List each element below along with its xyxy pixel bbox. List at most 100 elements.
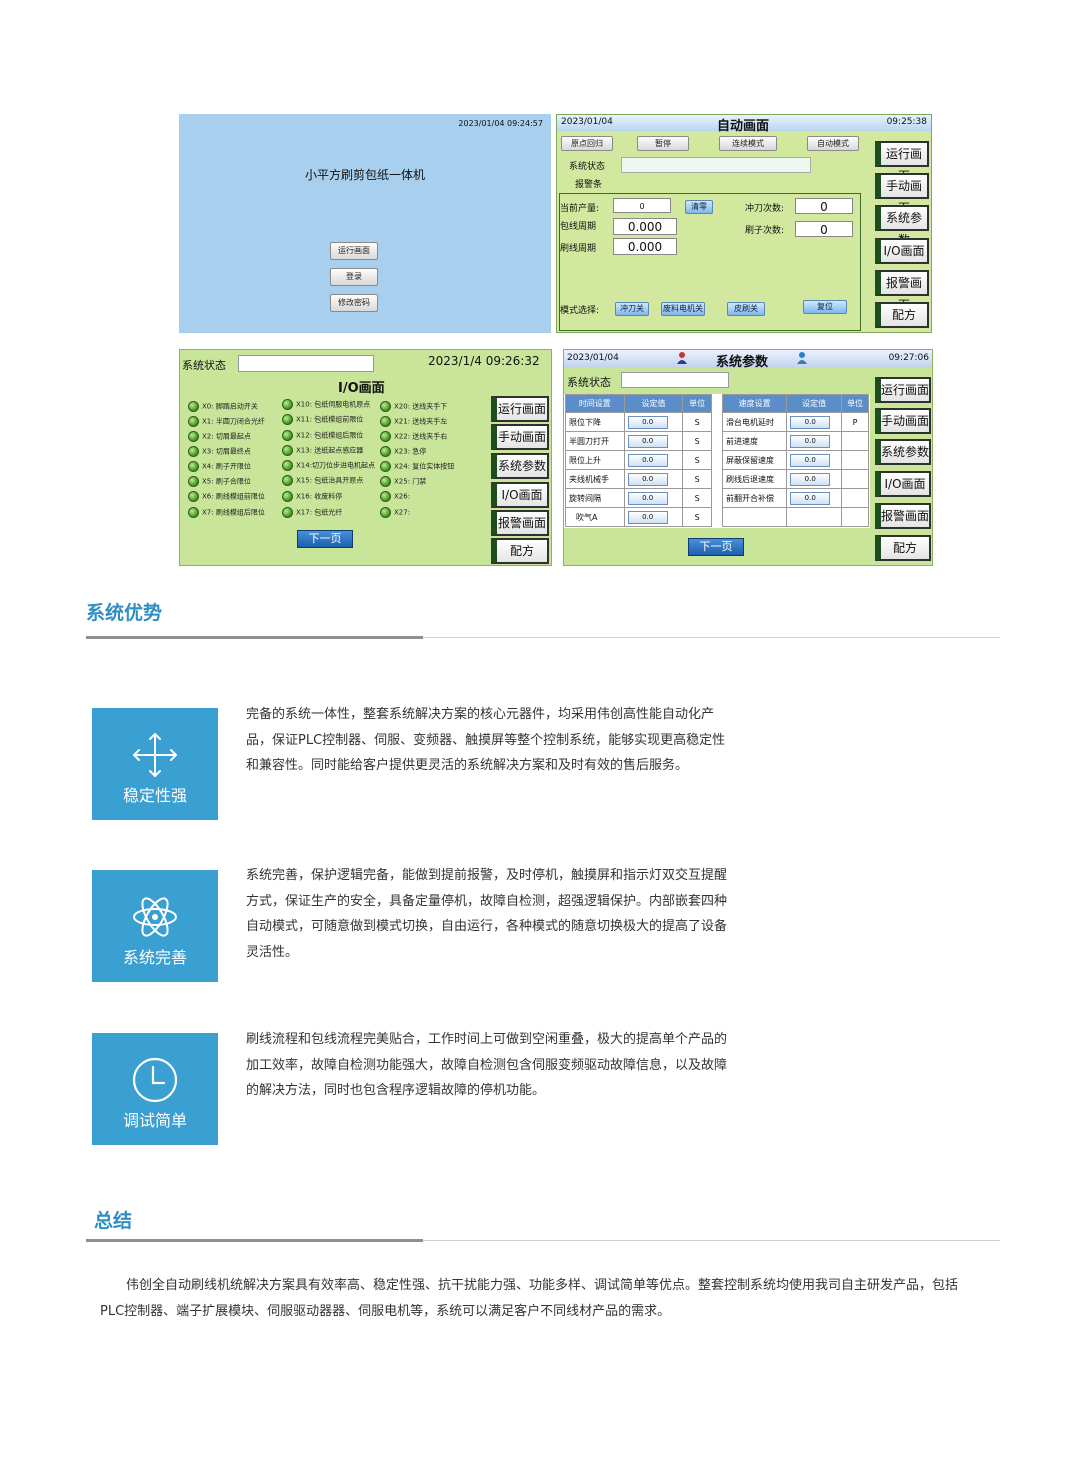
io-item: X2: 切屑最起点 [188, 431, 251, 442]
login-button[interactable]: 登录 [330, 268, 378, 286]
next-page-button[interactable]: 下一页 [688, 538, 744, 556]
screen-title: 自动画面 [717, 119, 770, 134]
param-value-field[interactable]: 0.0 [790, 434, 831, 448]
io-item: X24: 复位实体按钮 [380, 461, 454, 472]
side-recipe-button[interactable]: 配方 [491, 538, 549, 564]
side-io-screen-button[interactable]: I/O画面 [875, 471, 931, 497]
feature-description: 系统完善，保护逻辑完备，能做到提前报警，及时停机，触摸屏和指示灯双交互提醒方式，… [246, 868, 728, 960]
change-password-button[interactable]: 修改密码 [330, 294, 378, 312]
led-indicator-icon [188, 476, 199, 487]
side-manual-screen-button[interactable]: 手动画面 [875, 173, 929, 215]
io-item: X14:切刀位步进电机起点 [282, 460, 375, 471]
io-item: X10: 包纸伺服电机原点 [282, 399, 370, 410]
waste-motor-off-button[interactable]: 废料电机关 [661, 302, 705, 316]
led-indicator-icon [188, 507, 199, 518]
section-title-summary: 总结 [94, 1210, 133, 1232]
side-manual-screen-button[interactable]: 手动画面 [875, 408, 931, 434]
run-screen-button[interactable]: 运行画面 [330, 242, 378, 260]
side-system-params-button[interactable]: 系统参数 [875, 205, 929, 247]
leather-brush-off-button[interactable]: 皮刷关 [727, 302, 765, 316]
auto-mode-button[interactable]: 自动模式 [807, 136, 859, 151]
table-header: 速度设置 [721, 394, 788, 413]
param-value-field[interactable]: 0.0 [627, 434, 668, 448]
io-item: X4: 刷子开限位 [188, 461, 251, 472]
param-value-field[interactable]: 0.0 [627, 453, 668, 467]
status-field [621, 372, 729, 388]
led-indicator-icon [282, 507, 293, 518]
side-io-screen-button[interactable]: I/O画面 [875, 238, 929, 264]
feature-card-stability: 稳定性强 [92, 708, 218, 820]
clear-button[interactable]: 清零 [685, 200, 713, 214]
led-indicator-icon [282, 430, 293, 441]
brush-cycle-label: 刷线周期 [560, 244, 597, 254]
punch-count-field[interactable]: 0 [795, 198, 853, 214]
atom-icon [133, 897, 177, 937]
io-item: X20: 送线夹手下 [380, 401, 447, 412]
table-header: 设定值 [623, 394, 684, 413]
param-value-field[interactable]: 0.0 [790, 472, 831, 486]
param-value-field[interactable]: 0.0 [790, 415, 831, 429]
side-manual-screen-button[interactable]: 手动画面 [491, 424, 549, 450]
hmi-login-screen: 2023/01/04 09:24:57 小平方刷剪包纸一体机 运行画面 登录 修… [179, 114, 551, 333]
param-value-field[interactable]: 0.0 [790, 453, 831, 467]
led-indicator-icon [188, 446, 199, 457]
side-io-screen-button[interactable]: I/O画面 [491, 482, 549, 508]
pause-button[interactable]: 暂停 [637, 136, 689, 151]
io-item: X27: [380, 507, 410, 518]
wrap-cycle-field[interactable]: 0.000 [613, 218, 677, 235]
led-indicator-icon [380, 431, 391, 442]
title-bar [564, 350, 932, 368]
table-header: 设定值 [786, 394, 843, 413]
hmi-system-params-screen: 2023/01/04 系统参数 09:27:06 系统状态 时间设置 设定值 单… [563, 349, 933, 566]
wrap-cycle-label: 包线周期 [560, 222, 597, 232]
section-divider-light [423, 637, 1000, 638]
led-indicator-icon [282, 414, 293, 425]
led-indicator-icon [188, 401, 199, 412]
table-header: 单位 [841, 394, 869, 413]
led-indicator-icon [380, 507, 391, 518]
side-recipe-button[interactable]: 配方 [875, 302, 929, 328]
time: 09:25:38 [886, 117, 927, 127]
reset-button[interactable]: 复位 [803, 300, 847, 314]
feature-description: 刷线流程和包线流程完美贴合，工作时间上可做到空闲重叠，极大的提高单个产品的加工效… [246, 1032, 728, 1098]
brush-cycle-field[interactable]: 0.000 [613, 238, 677, 255]
param-value-field[interactable]: 0.0 [627, 472, 668, 486]
param-value-field[interactable]: 0.0 [627, 415, 668, 429]
side-alarm-screen-button[interactable]: 报警画面 [875, 270, 929, 312]
home-return-button[interactable]: 原点回归 [561, 136, 613, 151]
side-system-params-button[interactable]: 系统参数 [491, 453, 549, 479]
table-row [721, 507, 869, 527]
side-recipe-button[interactable]: 配方 [875, 535, 931, 561]
brush-count-field[interactable]: 0 [795, 221, 853, 237]
punch-count-label: 冲刀次数: [745, 204, 785, 214]
side-run-screen-button[interactable]: 运行画面 [491, 396, 549, 422]
output-field[interactable]: 0 [613, 198, 671, 213]
status-field [238, 355, 374, 372]
continuous-mode-button[interactable]: 连续模式 [719, 136, 777, 151]
punch-off-button[interactable]: 冲刀关 [615, 302, 649, 316]
side-run-screen-button[interactable]: 运行画面 [875, 377, 931, 403]
side-system-params-button[interactable]: 系统参数 [875, 439, 931, 465]
feature-label: 调试简单 [122, 1111, 187, 1130]
param-value-field[interactable]: 0.0 [627, 510, 668, 524]
io-item: X25: 门禁 [380, 476, 426, 487]
led-indicator-icon [380, 416, 391, 427]
param-value-field[interactable]: 0.0 [627, 491, 668, 505]
feature-label: 稳定性强 [122, 786, 187, 805]
side-run-screen-button[interactable]: 运行画面 [875, 141, 929, 183]
param-value-field[interactable]: 0.0 [790, 491, 831, 505]
side-alarm-screen-button[interactable]: 报警画面 [491, 510, 549, 536]
side-alarm-screen-button[interactable]: 报警画面 [875, 503, 931, 529]
next-page-button[interactable]: 下一页 [297, 530, 353, 548]
status-field [621, 157, 811, 173]
feature-card-complete: 系统完善 [92, 870, 218, 982]
io-item: X11: 包纸模组前限位 [282, 414, 363, 425]
io-item: X21: 送线夹手左 [380, 416, 447, 427]
machine-title: 小平方刷剪包纸一体机 [304, 168, 425, 182]
date: 2023/01/04 [567, 353, 619, 363]
table-header: 单位 [682, 394, 712, 413]
datetime: 2023/01/04 09:24:57 [458, 119, 543, 128]
section-divider [86, 1239, 423, 1242]
